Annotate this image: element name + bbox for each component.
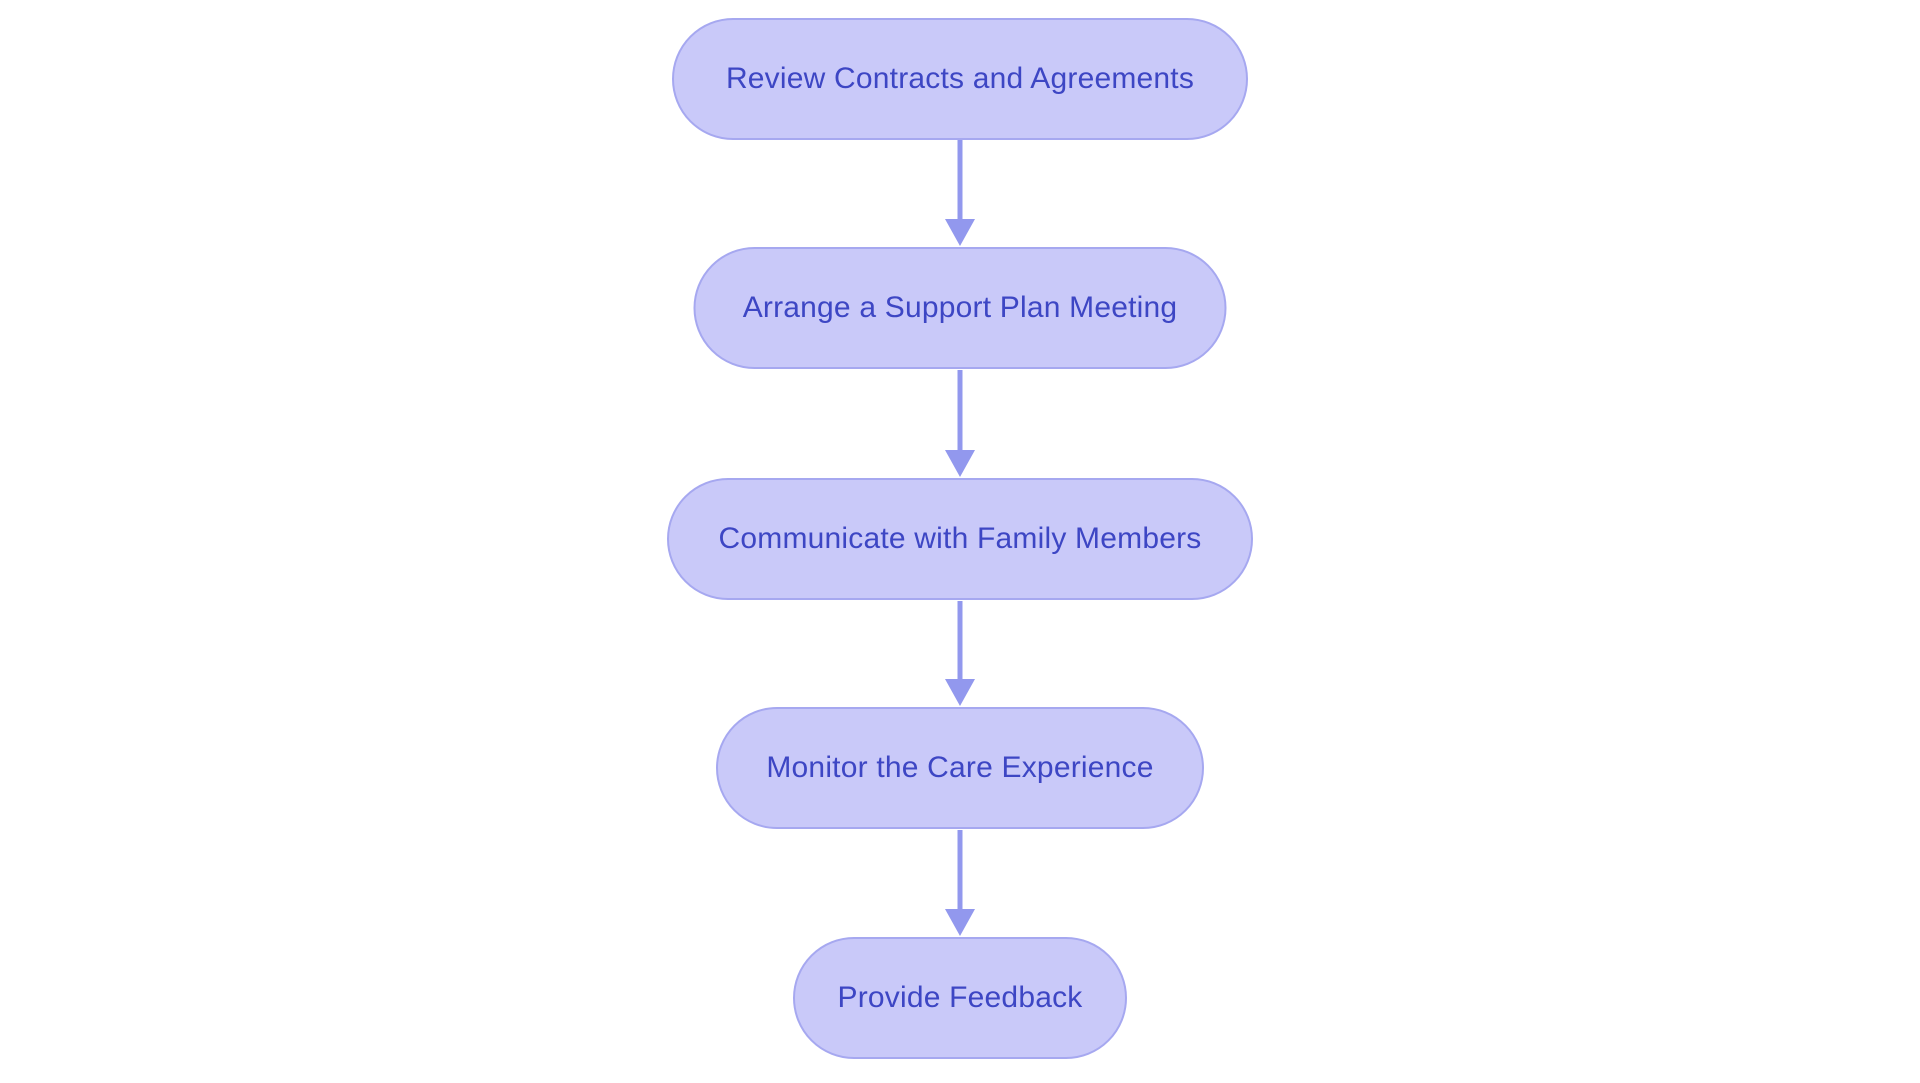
- flowchart-node-review-contracts: Review Contracts and Agreements: [672, 18, 1248, 140]
- node-label: Provide Feedback: [837, 981, 1083, 1014]
- arrow-stem: [957, 140, 963, 222]
- flow-arrow-4: [945, 830, 975, 936]
- node-label: Monitor the Care Experience: [766, 751, 1154, 784]
- arrow-down-icon: [945, 909, 975, 936]
- flow-arrow-2: [945, 370, 975, 477]
- arrow-down-icon: [945, 450, 975, 477]
- arrow-down-icon: [945, 679, 975, 706]
- node-label: Communicate with Family Members: [718, 522, 1202, 555]
- arrow-stem: [957, 370, 963, 453]
- arrow-stem: [957, 830, 963, 912]
- node-label: Review Contracts and Agreements: [725, 62, 1195, 95]
- arrow-stem: [957, 601, 963, 682]
- flow-arrow-3: [945, 601, 975, 706]
- flow-arrow-1: [945, 140, 975, 246]
- flowchart-node-provide-feedback: Provide Feedback: [793, 937, 1127, 1059]
- arrow-down-icon: [945, 219, 975, 246]
- flowchart-node-monitor-care: Monitor the Care Experience: [716, 707, 1204, 829]
- node-label: Arrange a Support Plan Meeting: [742, 291, 1178, 324]
- flowchart-node-support-plan-meeting: Arrange a Support Plan Meeting: [693, 247, 1227, 369]
- flowchart-node-communicate-family: Communicate with Family Members: [667, 478, 1253, 600]
